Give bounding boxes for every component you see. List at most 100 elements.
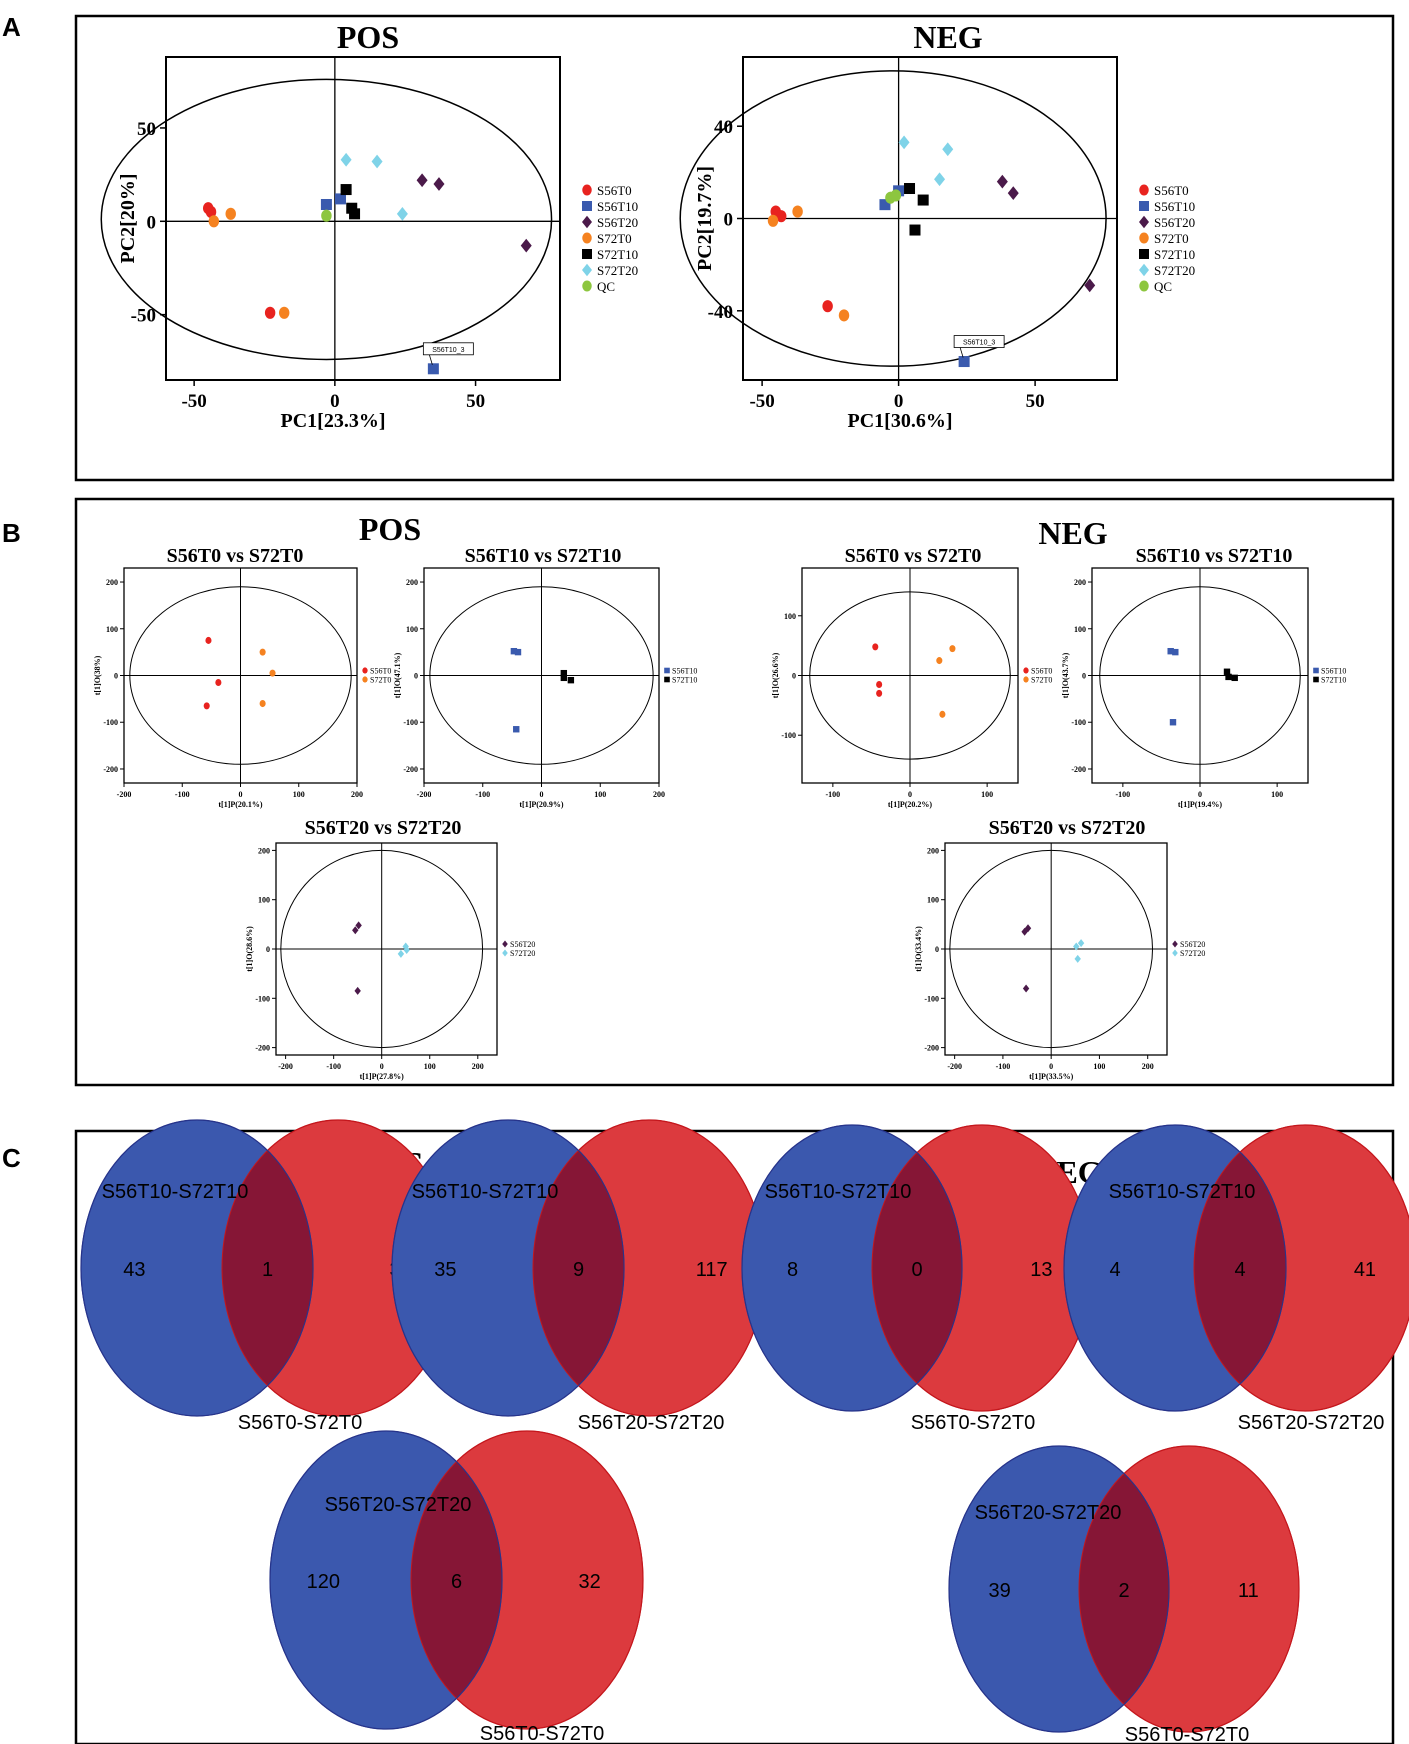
pca-legend-label: S72T10 [1154,247,1195,262]
opls-y-tick-label: 100 [1074,625,1086,634]
opls-point-s56t20 [1022,984,1030,993]
opls-legend-label: S72T10 [1321,676,1346,685]
pca-legend-label: S56T10 [1154,199,1195,214]
opls-legend-label: S56T10 [1321,667,1346,676]
opls-x-tick-label: -200 [278,1062,293,1071]
opls-legend-marker-s72t10 [1313,676,1319,683]
opls-point-s72t10 [1225,673,1232,681]
opls-x-tick-label: 0 [1049,1062,1053,1071]
venn-right-count: 11 [1238,1580,1259,1602]
pca-legend-label: S56T10 [597,199,638,214]
opls-point-s72t0 [939,710,946,718]
opls-x-axis-label: t[1]P(20.2%) [888,800,933,809]
pca-point-s56t10 [427,363,439,375]
pca-legend-label: S72T0 [1154,231,1189,246]
pca-point-s56t20 [520,238,532,253]
venn-overlap-region [533,1120,624,1416]
venn-bottom-label: S56T20-S72T20 [578,1412,725,1434]
opls-x-tick-label: 200 [1142,1062,1154,1071]
pca-point-s72t10 [340,184,352,196]
opls-point-s56t10 [510,647,518,655]
opls-point-s56t0 [203,702,210,710]
opls-x-tick-label: 200 [472,1062,484,1071]
opls-point-s56t0 [872,643,879,651]
pca-point-s72t20 [934,172,946,187]
venn-top-label: S56T10-S72T10 [102,1181,249,1203]
opls-y-tick-label: 0 [935,945,939,954]
opls-point-s56t10 [513,726,520,733]
pca-legend-label: S56T0 [597,183,632,198]
pca-y-tick-label: -50 [131,306,156,327]
opls-y-tick-label: -100 [103,718,118,727]
opls-y-axis-label: t[1]O(38%) [93,655,102,695]
pca-legend-marker-qc [1139,280,1149,292]
venn-right-count: 32 [579,1571,601,1593]
pca-x-axis-label: PC1[30.6%] [848,410,953,432]
opls-y-axis-label: t[1]O(26.6%) [771,652,780,698]
venn-bottom-label: S56T0-S72T0 [238,1412,363,1434]
pca-point-s56t0 [264,306,276,319]
pca-x-tick-label: -50 [749,391,774,412]
pca-point-s56t20 [433,177,445,191]
pca-legend-marker-s72t10 [1139,249,1149,259]
opls-y-axis-label: t[1]O(28.6%) [245,926,254,972]
opls-x-tick-label: -200 [117,790,132,799]
opls-x-axis-label: t[1]P(20.1%) [218,800,263,809]
pca-point-s72t0 [278,306,290,319]
opls-point-s72t20 [403,945,410,954]
panel-c-letter: C [2,1143,21,1173]
opls-legend-marker-s72t20 [502,949,508,957]
opls-legend-label: S56T0 [370,667,391,676]
pca-point-s72t20 [340,152,352,167]
pca-point-s56t10 [958,356,970,368]
opls-point-s72t10 [1223,668,1231,675]
pca-point-s56t20 [416,173,428,188]
pca-point-s72t20 [371,154,383,169]
venn-left-count: 8 [787,1259,798,1281]
pca-callout-label: S56T10_3 [963,340,995,347]
venn-bottom-label: S56T0-S72T0 [911,1412,1036,1434]
opls-legend-label: S72T20 [1180,949,1205,958]
opls-title: S56T10 vs S72T10 [465,545,622,567]
opls-x-tick-label: 100 [1093,1062,1105,1071]
venn-overlap-count: 4 [1234,1259,1245,1281]
venn-left-outline [391,1119,625,1417]
opls-y-axis-label: t[1]O(47.1%) [393,652,402,698]
venn-left-outline [741,1124,963,1412]
pca-point-s56t10 [879,199,891,211]
pca-callout-leader [428,354,433,365]
opls-x-axis-label: t[1]P(19.4%) [1178,800,1223,809]
opls-title: S56T20 vs S72T20 [989,817,1146,839]
opls-x-tick-label: 100 [594,790,606,799]
opls-point-s72t0 [269,669,276,677]
opls-point-s56t10 [514,648,522,656]
venn-bottom-label: S56T0-S72T0 [480,1723,605,1744]
pca-x-tick-label: -50 [181,391,206,412]
pca-point-s72t0 [767,214,779,227]
venn-left-count: 120 [307,1571,340,1593]
opls-point-s72t0 [259,648,266,656]
opls-y-tick-label: 100 [406,625,418,634]
opls-point-s72t20 [397,949,405,958]
pca-point-s72t10 [349,208,361,220]
opls-x-tick-label: -100 [1116,790,1131,799]
venn-overlap-count: 1 [262,1259,273,1281]
opls-x-tick-label: 0 [908,790,912,799]
opls-point-s56t10 [1172,648,1179,656]
pca-legend-marker-s56t0 [582,184,592,196]
opls-point-s56t0 [215,678,222,687]
panel-a-letter: A [2,12,21,42]
opls-x-tick-label: -100 [826,790,841,799]
venn-overlap-region [411,1431,502,1729]
pca-legend-marker-s72t20 [1139,263,1149,277]
opls-x-tick-label: 100 [1271,790,1283,799]
venn-overlap-region [872,1125,962,1411]
venn-overlap-region [1079,1446,1169,1732]
pca-legend-label: QC [597,279,615,294]
opls-point-s56t0 [205,636,212,644]
pca-point-s72t10 [346,202,358,214]
